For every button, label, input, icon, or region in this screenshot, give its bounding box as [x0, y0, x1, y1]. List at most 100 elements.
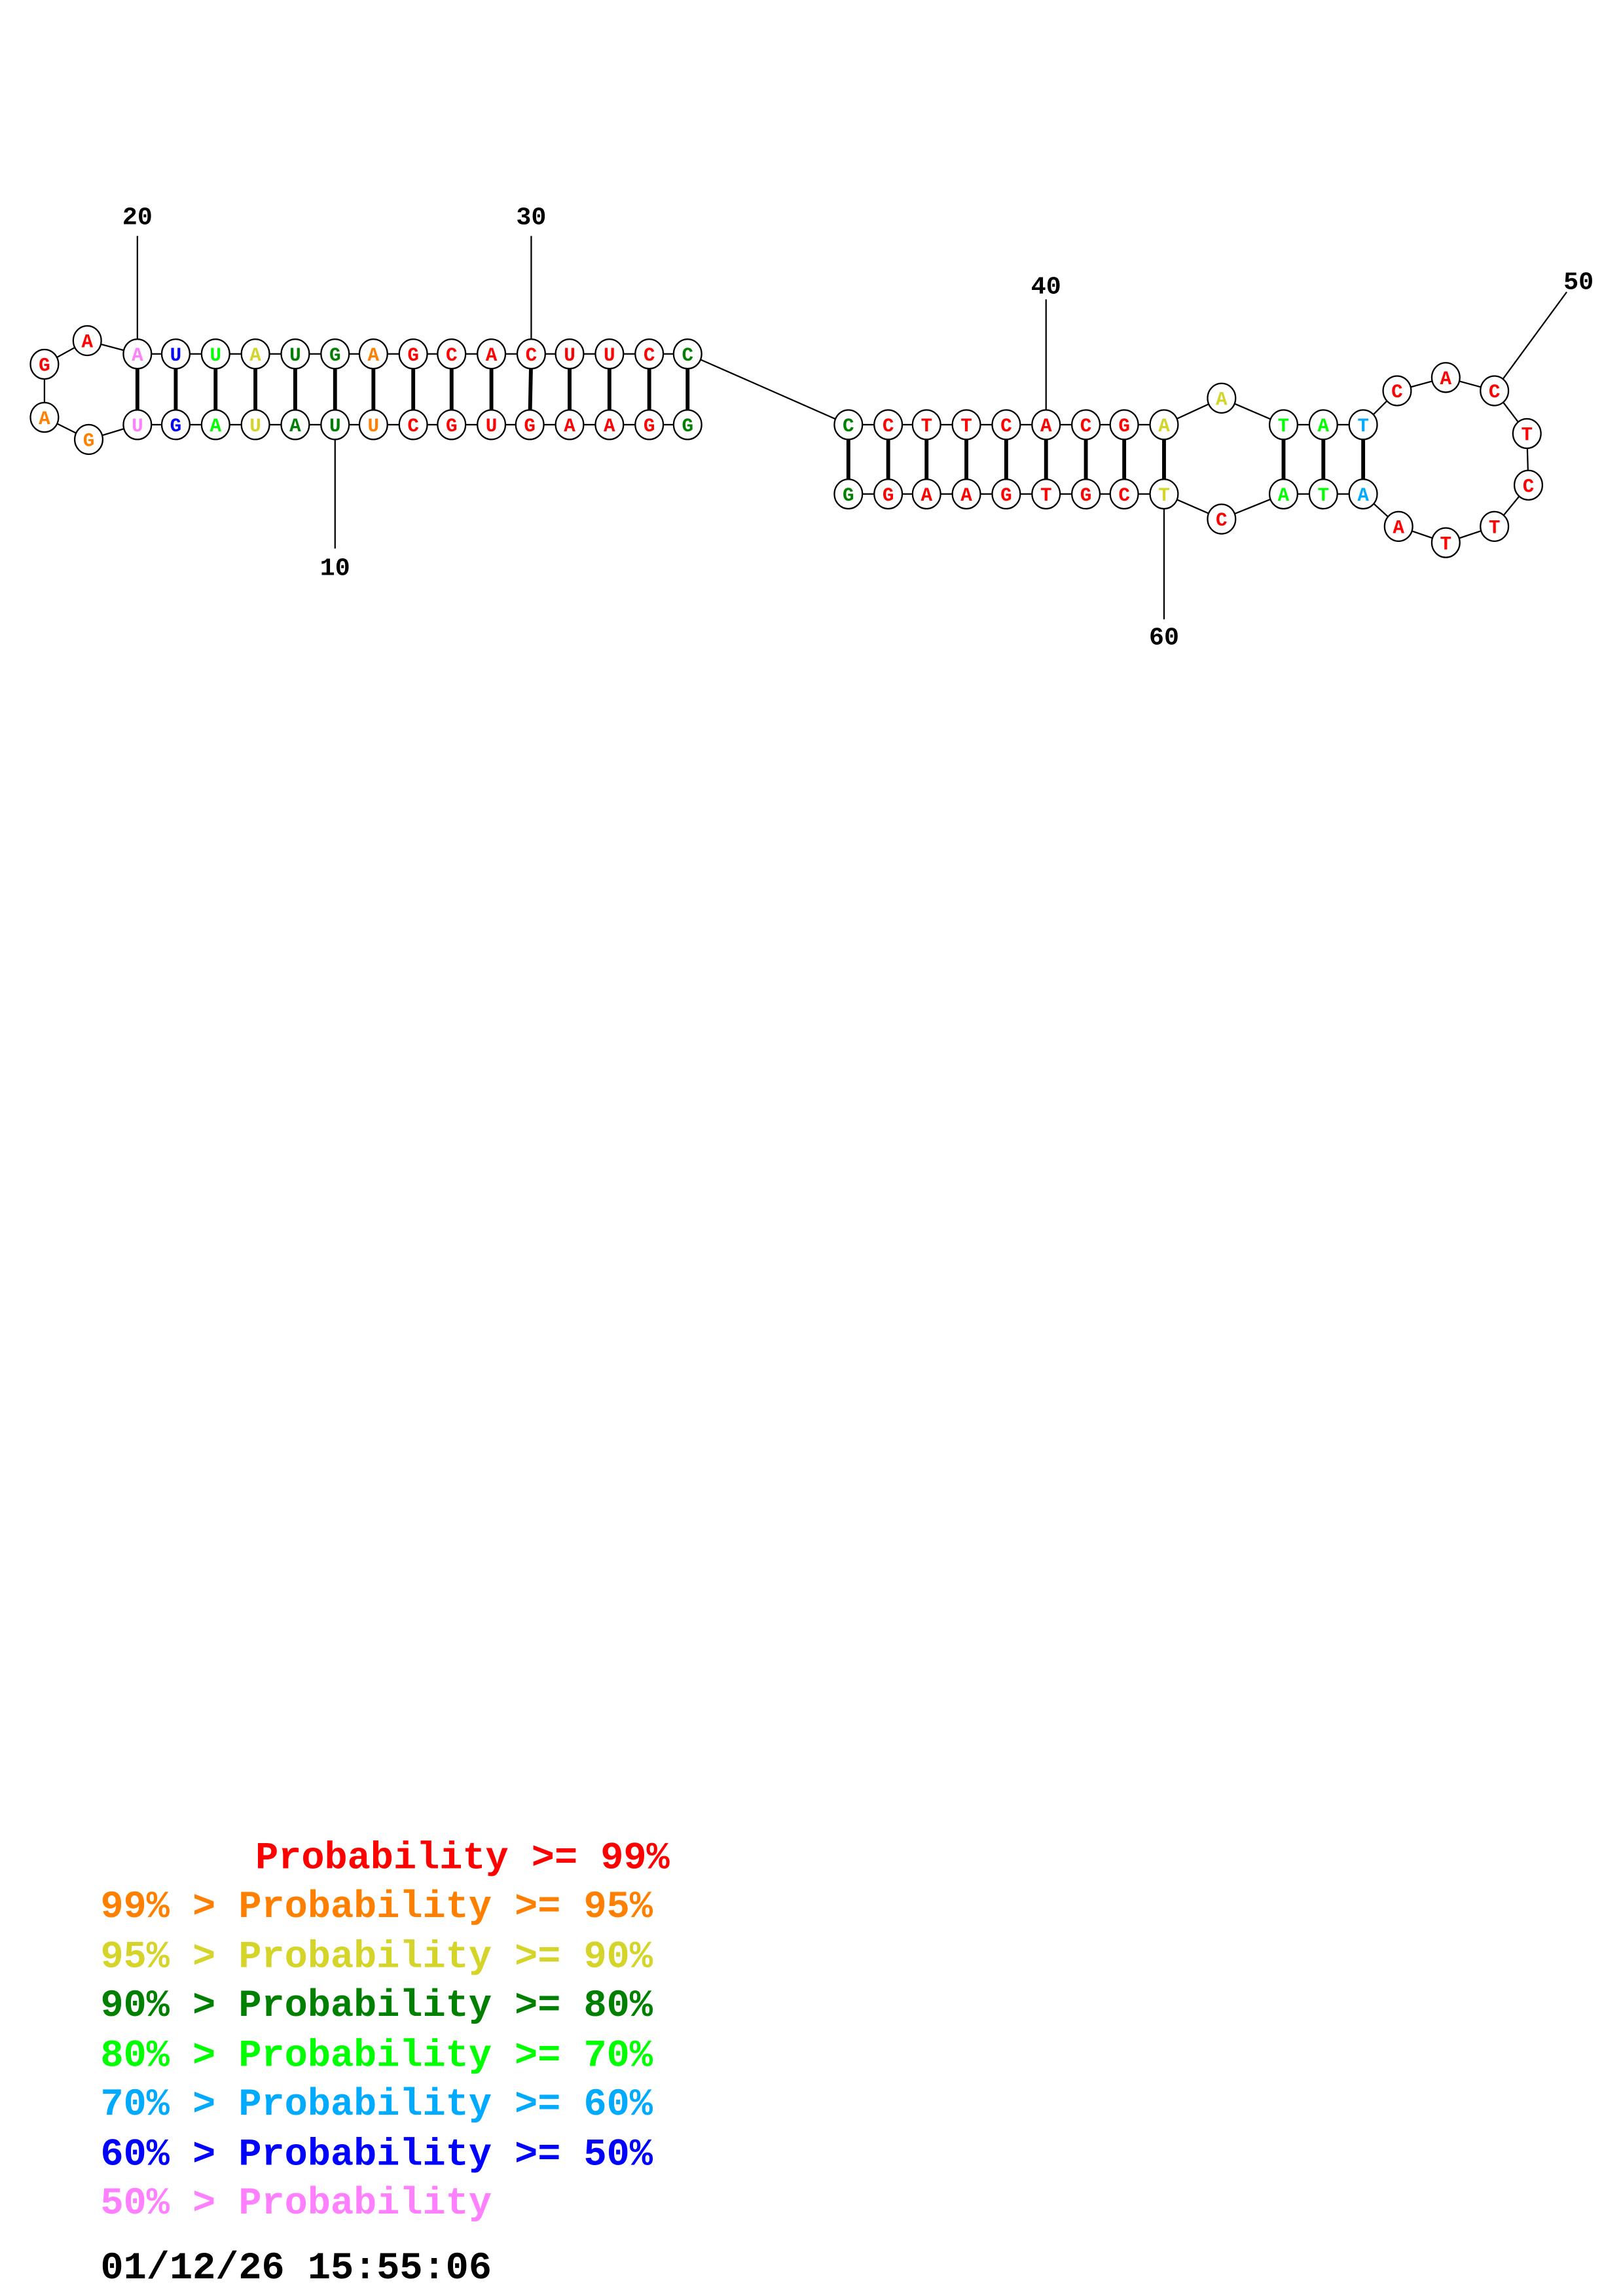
- position-label-10: 10: [320, 554, 350, 583]
- nucleotide-43: A: [1149, 409, 1179, 440]
- nucleotide-letter: G: [644, 416, 655, 437]
- nucleotide-circle: [911, 409, 941, 440]
- nucleotide-10: U: [320, 409, 350, 440]
- nucleotide-letter: C: [1080, 416, 1092, 437]
- nucleotide-circle: [1431, 527, 1461, 558]
- nucleotide-26: A: [358, 338, 388, 370]
- nucleotide-circle: [1480, 511, 1510, 542]
- nucleotide-circle: [1348, 409, 1378, 440]
- nucleotide-letter: C: [1391, 382, 1403, 403]
- nucleotide-circle: [358, 409, 388, 440]
- nucleotide-37: T: [911, 409, 941, 440]
- nucleotide-51: T: [1512, 418, 1542, 450]
- nucleotide-letter: T: [1357, 416, 1369, 437]
- nucleotide-letter: T: [921, 416, 932, 437]
- nucleotide-letter: U: [368, 416, 380, 437]
- nucleotide-circle: [555, 338, 585, 370]
- nucleotide-letter: T: [960, 416, 972, 437]
- timestamp: 01/12/26 15:55:06: [101, 2246, 492, 2290]
- nucleotide-letter: C: [843, 416, 854, 437]
- nucleotide-20: A: [122, 338, 153, 370]
- nucleotide-letter: A: [564, 416, 575, 437]
- nucleotide-letter: A: [249, 345, 261, 367]
- nucleotide-circle: [594, 409, 625, 440]
- nucleotide-12: U: [240, 409, 270, 440]
- nucleotide-letter: A: [486, 345, 498, 367]
- nucleotide-circle: [1480, 375, 1510, 406]
- nucleotide-55: A: [1383, 511, 1413, 542]
- nucleotide-letter: U: [289, 345, 301, 367]
- nucleotide-letter: G: [1000, 485, 1012, 507]
- nucleotide-letter: A: [368, 345, 380, 367]
- nucleotide-41: C: [1071, 409, 1101, 440]
- nucleotide-letter: G: [843, 485, 854, 507]
- nucleotide-letter: A: [289, 416, 301, 437]
- nucleotide-15: U: [122, 409, 153, 440]
- nucleotide-35: C: [833, 409, 864, 440]
- position-label-60: 60: [1149, 624, 1179, 653]
- nucleotide-circle: [873, 409, 903, 440]
- nucleotide-27: G: [398, 338, 428, 370]
- nucleotide-66: A: [911, 478, 941, 510]
- nucleotide-circle: [437, 409, 467, 440]
- nucleotide-letter: A: [1440, 368, 1452, 390]
- nucleotide-9: U: [358, 409, 388, 440]
- nucleotide-14: G: [160, 409, 191, 440]
- nucleotide-5: G: [515, 409, 545, 440]
- nucleotide-letter: A: [921, 485, 932, 507]
- nucleotide-circle: [122, 338, 153, 370]
- nucleotide-letter: C: [883, 416, 894, 437]
- nucleotide-57: T: [1308, 478, 1338, 510]
- nucleotide-67: G: [873, 478, 903, 510]
- nucleotide-13: A: [200, 409, 230, 440]
- position-label-30: 30: [516, 203, 546, 232]
- nucleotide-letter: C: [1489, 382, 1501, 403]
- nucleotide-40: A: [1031, 409, 1061, 440]
- legend-row-2: 99% > Probability >= 95%: [101, 1885, 653, 1929]
- nucleotide-letter: T: [1040, 485, 1052, 507]
- nucleotide-letter: C: [1523, 476, 1535, 497]
- nucleotide-3: A: [594, 409, 625, 440]
- nucleotide-39: C: [991, 409, 1021, 440]
- nucleotide-32: U: [594, 338, 625, 370]
- nucleotide-circle: [1383, 511, 1413, 542]
- nucleotide-24: U: [280, 338, 310, 370]
- nucleotide-38: T: [951, 409, 981, 440]
- nucleotide-31: U: [555, 338, 585, 370]
- nucleotide-circle: [240, 409, 270, 440]
- nucleotide-circle: [634, 409, 665, 440]
- nucleotide-circle: [280, 409, 310, 440]
- nucleotide-letter: U: [486, 416, 498, 437]
- legend-row-1: Probability >= 99%: [255, 1837, 670, 1880]
- nucleotide-letter: U: [604, 345, 615, 367]
- nucleotide-circle: [911, 478, 941, 510]
- nucleotide-circle: [160, 338, 191, 370]
- nucleotide-circle: [358, 338, 388, 370]
- nucleotide-circle: [873, 478, 903, 510]
- nucleotide-4: A: [555, 409, 585, 440]
- nucleotide-circle: [594, 338, 625, 370]
- legend-row-8: 50% > Probability: [101, 2181, 492, 2225]
- nucleotide-circle: [1308, 478, 1338, 510]
- nucleotide-letter: A: [1393, 517, 1404, 539]
- legend-row-7: 60% > Probability >= 50%: [101, 2132, 653, 2176]
- nucleotide-circle: [1071, 478, 1101, 510]
- nucleotide-8: C: [398, 409, 428, 440]
- nucleotide-circle: [477, 338, 507, 370]
- nucleotide-circle: [160, 409, 191, 440]
- nucleotide-letter: G: [39, 355, 50, 377]
- nucleotide-48: C: [1382, 375, 1412, 406]
- nucleotide-circle: [634, 338, 665, 370]
- backbone-segment: [687, 353, 849, 425]
- nucleotide-letter: C: [682, 345, 693, 367]
- nucleotide-circle: [1268, 409, 1299, 440]
- nucleotide-2: G: [634, 409, 665, 440]
- nucleotide-circle: [1512, 418, 1542, 450]
- nucleotide-letter: A: [1318, 416, 1330, 437]
- nucleotide-letter: A: [1357, 485, 1369, 507]
- nucleotide-letter: U: [132, 416, 143, 437]
- nucleotide-60: T: [1149, 478, 1179, 510]
- nucleotide-53: T: [1480, 511, 1510, 542]
- nucleotide-30: C: [516, 338, 546, 370]
- nucleotide-44: A: [1207, 382, 1237, 414]
